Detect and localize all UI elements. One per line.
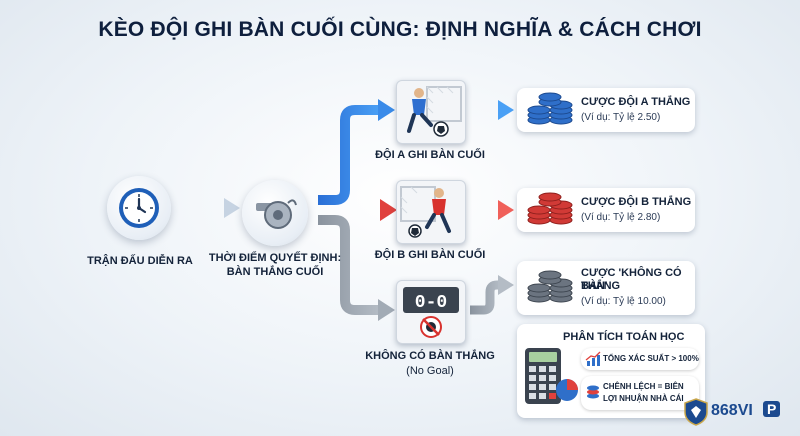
shield-crest-icon xyxy=(684,398,708,426)
scoreboard-icon: 0-0 xyxy=(403,287,459,338)
bet-c-title-line2: THẮNG xyxy=(581,280,621,292)
start-label: TRẬN ĐẤU DIỄN RA xyxy=(87,255,193,267)
branch-b-label: ĐỘI B GHI BÀN CUỐI xyxy=(374,249,486,261)
decision-node xyxy=(242,180,308,246)
growth-chart-icon xyxy=(585,351,601,366)
calculator-chart-icon xyxy=(525,348,578,404)
chips-gray-icon xyxy=(527,270,573,303)
bet-a-title: CƯỢC ĐỘI A THẮNG xyxy=(581,96,691,108)
bet-c-example: (Ví dụ: Tỷ lệ 10.00) xyxy=(581,296,666,307)
arrow-head xyxy=(498,275,514,295)
arrow-head xyxy=(378,299,395,321)
bet-b-example: (Ví dụ: Tỷ lệ 2.80) xyxy=(581,212,661,223)
bet-c-title-line1: CƯỢC 'KHÔNG CÓ BÀN' xyxy=(581,267,682,292)
scoreboard-value: 0-0 xyxy=(415,293,447,313)
branch-c-label-line2: (No Goal) xyxy=(406,365,454,377)
arrow-head xyxy=(380,199,397,221)
whistle-icon xyxy=(256,199,297,229)
analysis-title: PHÂN TÍCH TOÁN HỌC xyxy=(563,331,685,343)
bet-card-c: CƯỢC 'KHÔNG CÓ BÀN' THẮNG (Ví dụ: Tỷ lệ … xyxy=(517,261,695,315)
bet-a-example: (Ví dụ: Tỷ lệ 2.50) xyxy=(581,112,661,123)
team-a-player-icon xyxy=(407,86,462,137)
arrow-head xyxy=(224,198,240,218)
chips-blue-icon xyxy=(527,92,573,125)
arrow-to-branch-a xyxy=(318,105,380,205)
brand-logo-text: 868VI xyxy=(711,402,753,419)
team-b-player-icon xyxy=(400,186,451,238)
branch-c-image: 0-0 xyxy=(396,280,466,344)
arrow-head xyxy=(498,100,514,120)
chips-red-icon xyxy=(527,192,573,225)
arrow-head xyxy=(498,200,514,220)
arrow-to-branch-c xyxy=(318,215,380,315)
brand-logo-suffix: P xyxy=(763,401,781,417)
analysis-item-2-line1: CHÊNH LỆCH = BIÊN xyxy=(603,382,684,391)
branch-a-label: ĐỘI A GHI BÀN CUỐI xyxy=(375,149,485,161)
brand-logo: 868VI P xyxy=(683,396,795,428)
analysis-item-2: CHÊNH LỆCH = BIÊN LỢI NHUẬN NHÀ CÁI xyxy=(581,376,699,410)
decision-label-line2: BÀN THẮNG CUỐI xyxy=(226,266,324,278)
bet-card-a: CƯỢC ĐỘI A THẮNG (Ví dụ: Tỷ lệ 2.50) xyxy=(517,88,695,132)
branch-a-image xyxy=(396,80,466,144)
arrow-head xyxy=(378,99,395,121)
bet-card-b: CƯỢC ĐỘI B THẮNG (Ví dụ: Tỷ lệ 2.80) xyxy=(517,188,695,232)
analysis-item-2-line2: LỢI NHUẬN NHÀ CÁI xyxy=(603,394,684,403)
start-node xyxy=(107,176,171,240)
analysis-item-1: TỔNG XÁC SUẤT > 100% xyxy=(581,348,699,370)
decision-label-line1: THỜI ĐIỂM QUYẾT ĐỊNH: xyxy=(208,252,342,264)
branch-b-image xyxy=(396,180,466,244)
analysis-item-1-text: TỔNG XÁC SUẤT > 100% xyxy=(603,354,699,363)
analysis-card: PHÂN TÍCH TOÁN HỌC TỔNG XÁC SUẤT > 100% … xyxy=(517,324,705,418)
arrow-c-to-bet xyxy=(470,280,500,315)
clock-icon xyxy=(119,188,159,228)
bet-b-title: CƯỢC ĐỘI B THẮNG xyxy=(581,196,692,208)
coins-icon xyxy=(587,385,599,399)
branch-c-label-line1: KHÔNG CÓ BÀN THẮNG xyxy=(365,350,495,362)
page-title: KÈO ĐỘI GHI BÀN CUỐI CÙNG: ĐỊNH NGHĨA & … xyxy=(98,18,702,41)
